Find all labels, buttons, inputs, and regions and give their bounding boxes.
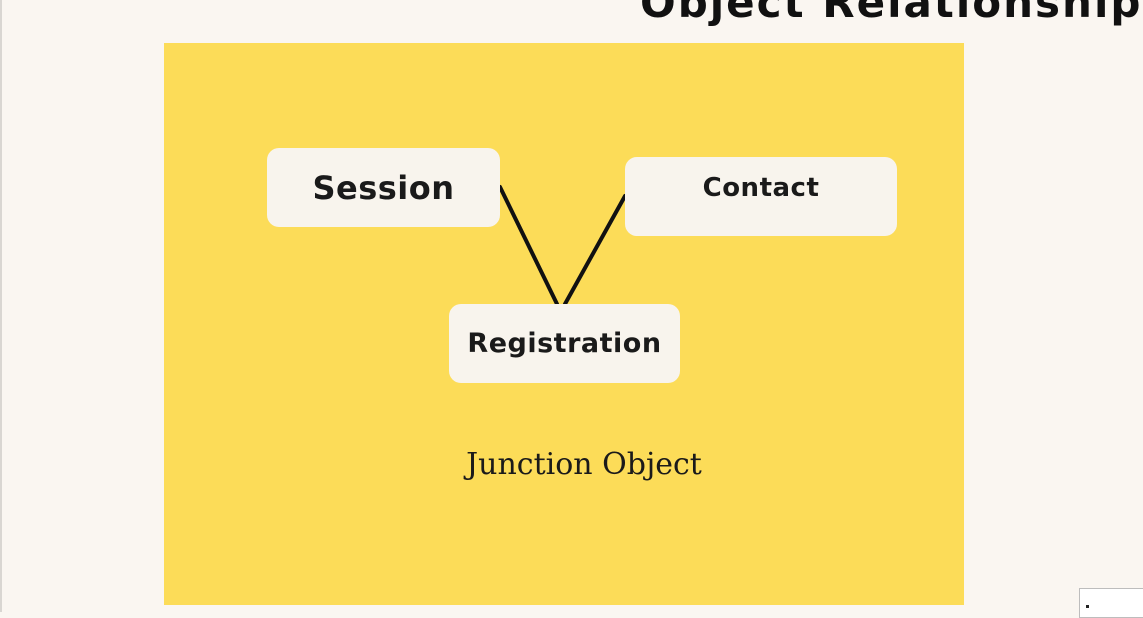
session-label: Session: [312, 168, 455, 207]
slide-left-border: [0, 0, 2, 612]
connector-session-registration: [498, 185, 559, 306]
junction-object-caption: Junction Object: [466, 447, 702, 482]
registration-node: Registration: [449, 304, 680, 383]
diagram-panel: Session Contact Registration Junction Ob…: [164, 43, 964, 605]
contact-label: Contact: [702, 173, 820, 203]
contact-node: Contact: [625, 157, 897, 236]
slide-thumbnail[interactable]: [1079, 588, 1143, 618]
slide-title: Object Relationship: [640, 0, 1143, 27]
registration-label: Registration: [467, 328, 662, 359]
session-node: Session: [267, 148, 500, 227]
connector-contact-registration: [563, 194, 627, 306]
thumbnail-marker: [1086, 605, 1089, 608]
